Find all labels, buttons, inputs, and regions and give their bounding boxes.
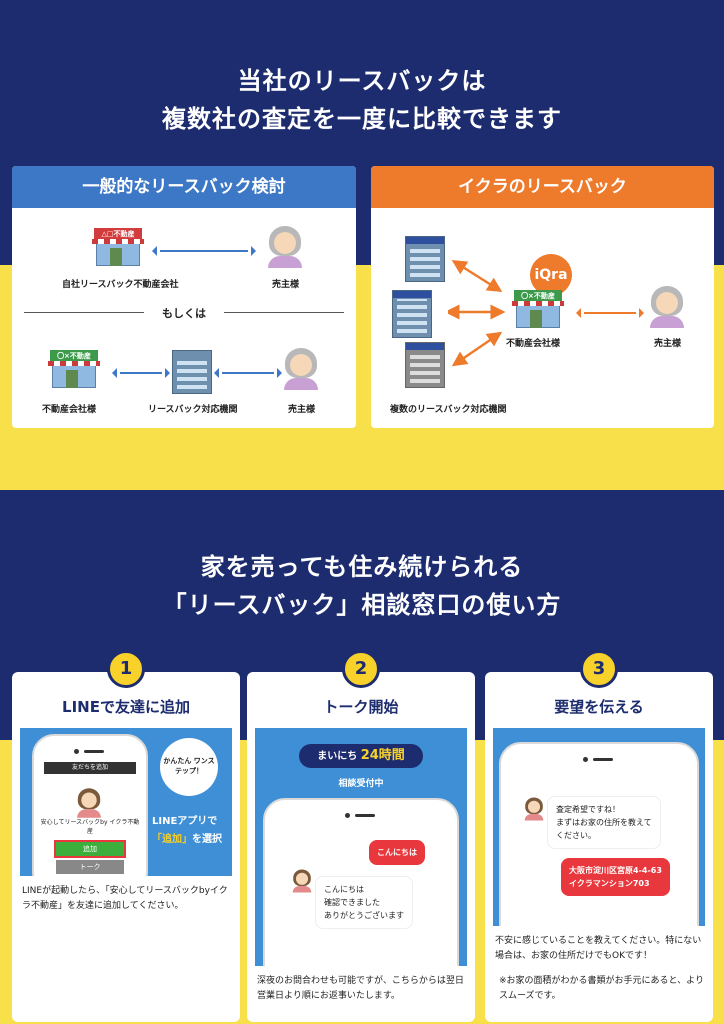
shop-icon: 〇×不動産 [512, 290, 564, 332]
headline-line2: 「リースバック」相談窓口の使い方 [162, 591, 562, 619]
label-own-company: 自社リースバック不動産会社 [62, 280, 179, 290]
reception-status: 相談受付中 [338, 779, 384, 789]
double-arrow-icon [576, 308, 644, 318]
step-screenshot: 査定希望ですね！ まずはお家の住所を教えて ください。 大阪市淀川区宮原4-4-… [493, 728, 705, 926]
step-description: 深夜のお問合わせも可能ですが、こちらからは翌日営業日より順にお返事いたします。 [257, 976, 464, 1001]
step-title: 要望を伝える [554, 698, 644, 716]
user-message: こんにちは [369, 840, 425, 865]
user-address-message: 大阪市淀川区宮原4-4-63 イクラマンション703 [561, 858, 670, 896]
callout-line-app: LINEアプリで [152, 816, 218, 827]
screen-header: 友だちを追加 [44, 762, 136, 774]
building-icon [405, 236, 445, 282]
operator-avatar [292, 869, 313, 893]
step-number: 2 [342, 650, 380, 688]
label-institution: リースバック対応機関 [148, 405, 238, 415]
easy-callout: かんたん ワンステップ！ [160, 738, 218, 796]
headline-comparison: 当社のリースバックは 複数社の査定を一度に比較できます [0, 62, 724, 138]
headline-usage: 家を売っても住み続けられる 「リースバック」相談窓口の使い方 [0, 548, 724, 624]
step-screenshot: まいにち 24時間 相談受付中 こんにちは こんにちは 確認できました ありがと… [255, 728, 467, 966]
phone-mockup: 友だちを追加 安心してリースバックby イクラ不動産 追加 トーク [32, 734, 148, 876]
step-note: ※お家の面積がわかる書類がお手元にあると、よりスムーズです。 [499, 976, 705, 1001]
headline-line2: 複数社の査定を一度に比較できます [162, 105, 562, 133]
bot-message: 査定希望ですね！ まずはお家の住所を教えて ください。 [547, 796, 661, 849]
label-multiple-institutions: 複数のリースバック対応機関 [390, 405, 507, 415]
seller-avatar [648, 286, 686, 328]
step-card-3: 3 要望を伝える 査定希望ですね！ まずはお家の住所を教えて ください。 大阪市… [485, 650, 713, 1022]
iqra-logo: iQra [530, 254, 572, 296]
label-seller: 売主様 [272, 280, 300, 290]
operator-reply: こんにちは 確認できました ありがとうございます [315, 876, 413, 929]
step-number: 3 [580, 650, 618, 688]
or-divider: もしくは [24, 305, 344, 320]
label-realestate: 不動産会社様 [506, 339, 561, 349]
shop-icon: 〇×不動産 [48, 350, 100, 392]
seller-avatar [266, 226, 304, 268]
double-arrow-icon [214, 368, 282, 378]
panel-title: 一般的なリースバック検討 [12, 166, 356, 208]
talk-button[interactable]: トーク [56, 860, 124, 874]
building-icon [392, 290, 432, 338]
callout-select: を選択 [192, 834, 222, 845]
step-title: トーク開始 [323, 698, 399, 716]
headline-line1: 家を売っても住み続けられる [200, 553, 524, 581]
step-screenshot: 友だちを追加 安心してリースバックby イクラ不動産 追加 トーク かんたん ワ… [20, 728, 232, 876]
connection-arrows [448, 259, 506, 367]
operator-avatar [524, 797, 545, 821]
account-avatar [76, 788, 103, 818]
building-icon [405, 342, 445, 388]
shop-icon: △□不動産 [92, 228, 144, 270]
step-description: 不安に感じていることを教えてください。特にない場合は、お家の住所だけでもOKです… [495, 936, 702, 961]
callout-add: 「追加」 [152, 834, 192, 845]
building-icon [172, 350, 212, 394]
seller-avatar [282, 348, 320, 390]
double-arrow-icon [112, 368, 170, 378]
phone-mockup: こんにちは こんにちは 確認できました ありがとうございます [263, 798, 459, 966]
step-title: LINEで友達に追加 [62, 698, 190, 716]
double-arrow-icon [152, 246, 256, 256]
step-card-1: 1 LINEで友達に追加 友だちを追加 安心してリースバックby イクラ不動産 … [12, 650, 240, 1022]
add-friend-button[interactable]: 追加 [54, 840, 126, 858]
label-seller: 売主様 [288, 405, 316, 415]
step-number: 1 [107, 650, 145, 688]
headline-line1: 当社のリースバックは [237, 67, 487, 95]
step-description: LINEが起動したら、「安心してリースバックbyイクラ不動産」を友達に追加してく… [22, 886, 228, 911]
panel-title: イクラのリースバック [371, 166, 714, 208]
label-realestate: 不動産会社様 [42, 405, 97, 415]
label-seller: 売主様 [654, 339, 682, 349]
account-name: 安心してリースバックby イクラ不動産 [40, 819, 140, 835]
banner-24h: まいにち 24時間 [299, 744, 423, 768]
step-card-2: 2 トーク開始 まいにち 24時間 相談受付中 こんにちは こんにちは 確認でき… [247, 650, 475, 1022]
phone-mockup: 査定希望ですね！ まずはお家の住所を教えて ください。 大阪市淀川区宮原4-4-… [499, 742, 699, 926]
